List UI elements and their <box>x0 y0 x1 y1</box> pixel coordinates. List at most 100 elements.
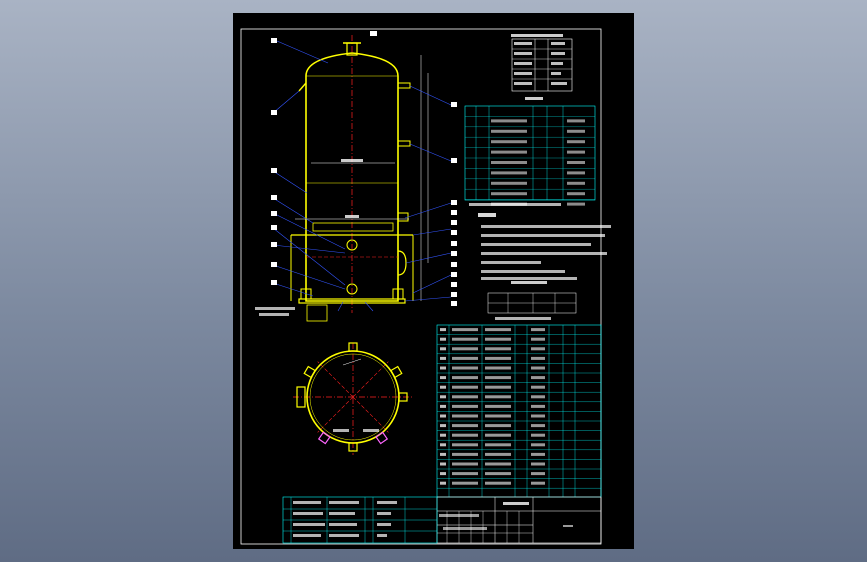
bom-cell <box>452 414 478 418</box>
nozzle-table-cell <box>491 192 527 196</box>
requirement-line <box>481 234 605 237</box>
bom-cell <box>452 472 478 476</box>
bom-cell <box>485 385 511 389</box>
nozzle-table-cell <box>567 171 585 175</box>
bom-cell <box>452 404 478 408</box>
bom-cell <box>485 462 511 466</box>
bom-cell <box>485 433 511 437</box>
bom-cell <box>440 395 446 399</box>
bom-cell <box>452 481 478 485</box>
angle-dimension <box>342 358 362 366</box>
bom-cell <box>531 443 545 447</box>
bom-cell <box>452 424 478 428</box>
nozzle-table-cell <box>491 119 527 123</box>
part-number-marks <box>271 31 457 306</box>
bom-cell <box>531 366 545 370</box>
bill-of-materials <box>436 324 602 498</box>
nozzle-table-cell <box>567 150 585 154</box>
bom-cell <box>485 395 511 399</box>
bom-cell <box>485 356 511 360</box>
side-manway <box>397 250 407 276</box>
right-nozzle <box>397 212 409 222</box>
bom-cell <box>531 328 545 332</box>
bom-cell <box>485 472 511 476</box>
parts-list-lower <box>282 496 438 544</box>
nozzle-table-cell <box>567 181 585 185</box>
bom-cell <box>531 356 545 360</box>
nozzle-table-cell <box>491 181 527 185</box>
angle-line <box>317 361 354 398</box>
bom-cell <box>485 481 511 485</box>
dimension-text <box>333 429 349 432</box>
top-view-nozzles <box>296 342 408 452</box>
bom-cell <box>485 424 511 428</box>
nozzle-table-cell <box>567 192 585 196</box>
nozzle-table-cell <box>491 161 527 164</box>
part-leaders <box>272 40 452 312</box>
support-leg-icon <box>317 431 331 445</box>
angle-line <box>317 396 354 433</box>
bom-cell <box>485 443 511 447</box>
nozzle-table-cell <box>567 140 585 144</box>
dimension-text <box>345 215 359 218</box>
bom-cell <box>485 414 511 418</box>
nozzle-table-cell <box>567 161 585 164</box>
bom-cell <box>531 376 545 380</box>
bom-cell <box>452 395 478 399</box>
drawing-sheet <box>233 13 634 549</box>
nameplate-detail <box>255 304 328 322</box>
bom-cell <box>485 337 511 341</box>
requirement-line <box>481 277 577 280</box>
dimension-text <box>363 429 379 432</box>
bom-cell <box>531 395 545 399</box>
nozzle-table-cell <box>567 202 585 206</box>
bom-cell <box>452 366 478 370</box>
bom-cell <box>440 443 446 447</box>
bom-cell <box>452 443 478 447</box>
bom-cell <box>485 366 511 370</box>
bom-cell <box>452 376 478 380</box>
bom-cell <box>440 337 446 341</box>
bom-cell <box>440 347 446 351</box>
requirement-line <box>481 252 607 255</box>
vessel-top-view <box>293 342 413 455</box>
manway-icon <box>296 386 306 408</box>
bom-cell <box>452 337 478 341</box>
bom-cell <box>440 404 446 408</box>
bom-cell <box>452 462 478 466</box>
requirement-line <box>481 270 565 273</box>
nozzle-icon <box>303 365 316 379</box>
bom-cell <box>440 462 446 466</box>
bom-cell <box>440 414 446 418</box>
pressure-vessel-drawing <box>240 28 611 545</box>
top-view-inner-shell <box>309 353 397 441</box>
nozzle-table-cell <box>567 119 585 123</box>
bom-cell <box>452 452 478 456</box>
angle-line <box>352 396 389 433</box>
support-leg <box>300 288 312 300</box>
requirement-line <box>481 243 591 246</box>
bom-cell <box>531 472 545 476</box>
nozzle-table-cell <box>567 129 585 133</box>
bom-cell <box>531 452 545 456</box>
bom-cell <box>452 433 478 437</box>
dimension-text <box>341 159 363 162</box>
nozzle-icon <box>398 392 408 402</box>
bom-cell <box>440 424 446 428</box>
bom-cell <box>452 328 478 332</box>
right-nozzle <box>397 82 411 89</box>
bom-cell <box>485 404 511 408</box>
nozzle-icon <box>390 365 403 379</box>
bom-cell <box>440 385 446 389</box>
bom-cell <box>531 433 545 437</box>
bom-cell <box>440 356 446 360</box>
top-view-diagonals <box>317 361 389 433</box>
requirement-line <box>481 261 541 264</box>
right-nozzle <box>397 140 411 147</box>
angle-line <box>352 361 389 398</box>
nozzle-icon <box>348 342 358 352</box>
bom-cell <box>440 376 446 380</box>
bom-cell <box>531 347 545 351</box>
bom-cell <box>452 356 478 360</box>
nozzle-table-cell <box>491 171 527 175</box>
